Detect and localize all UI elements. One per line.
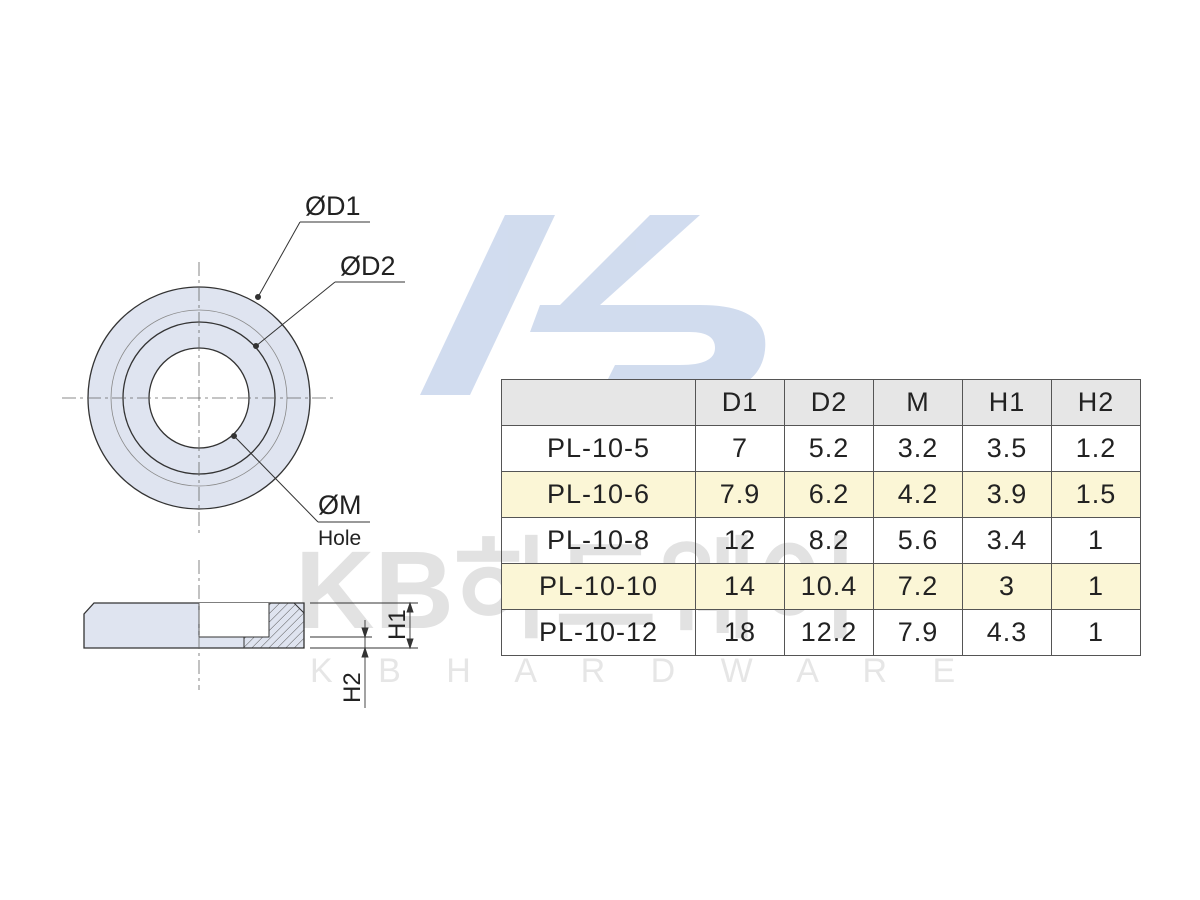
table-row: PL-10-6 7.9 6.2 4.2 3.9 1.5 xyxy=(501,471,1141,518)
header-cell-d2: D2 xyxy=(784,379,874,426)
header-cell-h2: H2 xyxy=(1051,379,1141,426)
value-cell: 3.9 xyxy=(962,471,1052,518)
header-cell-h1: H1 xyxy=(962,379,1052,426)
value-cell: 10.4 xyxy=(784,563,874,610)
header-cell-d1: D1 xyxy=(695,379,785,426)
value-cell: 7.9 xyxy=(873,609,963,656)
value-cell: 1 xyxy=(1051,563,1141,610)
model-cell: PL-10-10 xyxy=(501,563,696,610)
value-cell: 3.5 xyxy=(962,425,1052,472)
value-cell: 14 xyxy=(695,563,785,610)
leader-lines xyxy=(231,221,405,523)
value-cell: 1 xyxy=(1051,609,1141,656)
header-cell-m: M xyxy=(873,379,963,426)
spec-table: D1 D2 M H1 H2 PL-10-5 7 5.2 3.2 3.5 1.2 … xyxy=(501,379,1141,656)
value-cell: 18 xyxy=(695,609,785,656)
label-h1: H1 xyxy=(384,609,411,640)
value-cell: 7 xyxy=(695,425,785,472)
value-cell: 1.5 xyxy=(1051,471,1141,518)
value-cell: 6.2 xyxy=(784,471,874,518)
value-cell: 1.2 xyxy=(1051,425,1141,472)
value-cell: 3 xyxy=(962,563,1052,610)
brand-watermark-subtext: K B H A R D W A R E xyxy=(310,652,973,690)
model-cell: PL-10-5 xyxy=(501,425,696,472)
label-hole: Hole xyxy=(318,527,361,550)
value-cell: 7.2 xyxy=(873,563,963,610)
table-row: PL-10-8 12 8.2 5.6 3.4 1 xyxy=(501,517,1141,564)
value-cell: 12 xyxy=(695,517,785,564)
value-cell: 12.2 xyxy=(784,609,874,656)
value-cell: 7.9 xyxy=(695,471,785,518)
value-cell: 3.2 xyxy=(873,425,963,472)
model-cell: PL-10-8 xyxy=(501,517,696,564)
table-row: PL-10-12 18 12.2 7.9 4.3 1 xyxy=(501,609,1141,656)
washer-top-view xyxy=(62,262,335,535)
label-m: ØM xyxy=(318,490,362,520)
label-d2: ØD2 xyxy=(340,251,396,281)
label-h2: H2 xyxy=(339,672,366,703)
model-cell: PL-10-6 xyxy=(501,471,696,518)
washer-section-view xyxy=(83,560,305,690)
label-d1: ØD1 xyxy=(305,191,361,221)
value-cell: 4.3 xyxy=(962,609,1052,656)
spec-table-header-row: D1 D2 M H1 H2 xyxy=(501,379,1141,426)
table-row: PL-10-5 7 5.2 3.2 3.5 1.2 xyxy=(501,425,1141,472)
header-cell-corner xyxy=(501,379,696,426)
table-row: PL-10-10 14 10.4 7.2 3 1 xyxy=(501,563,1141,610)
value-cell: 5.6 xyxy=(873,517,963,564)
model-cell: PL-10-12 xyxy=(501,609,696,656)
value-cell: 4.2 xyxy=(873,471,963,518)
value-cell: 8.2 xyxy=(784,517,874,564)
dimension-lines xyxy=(310,601,418,708)
kb-logo-watermark xyxy=(420,215,766,395)
value-cell: 5.2 xyxy=(784,425,874,472)
value-cell: 1 xyxy=(1051,517,1141,564)
value-cell: 3.4 xyxy=(962,517,1052,564)
